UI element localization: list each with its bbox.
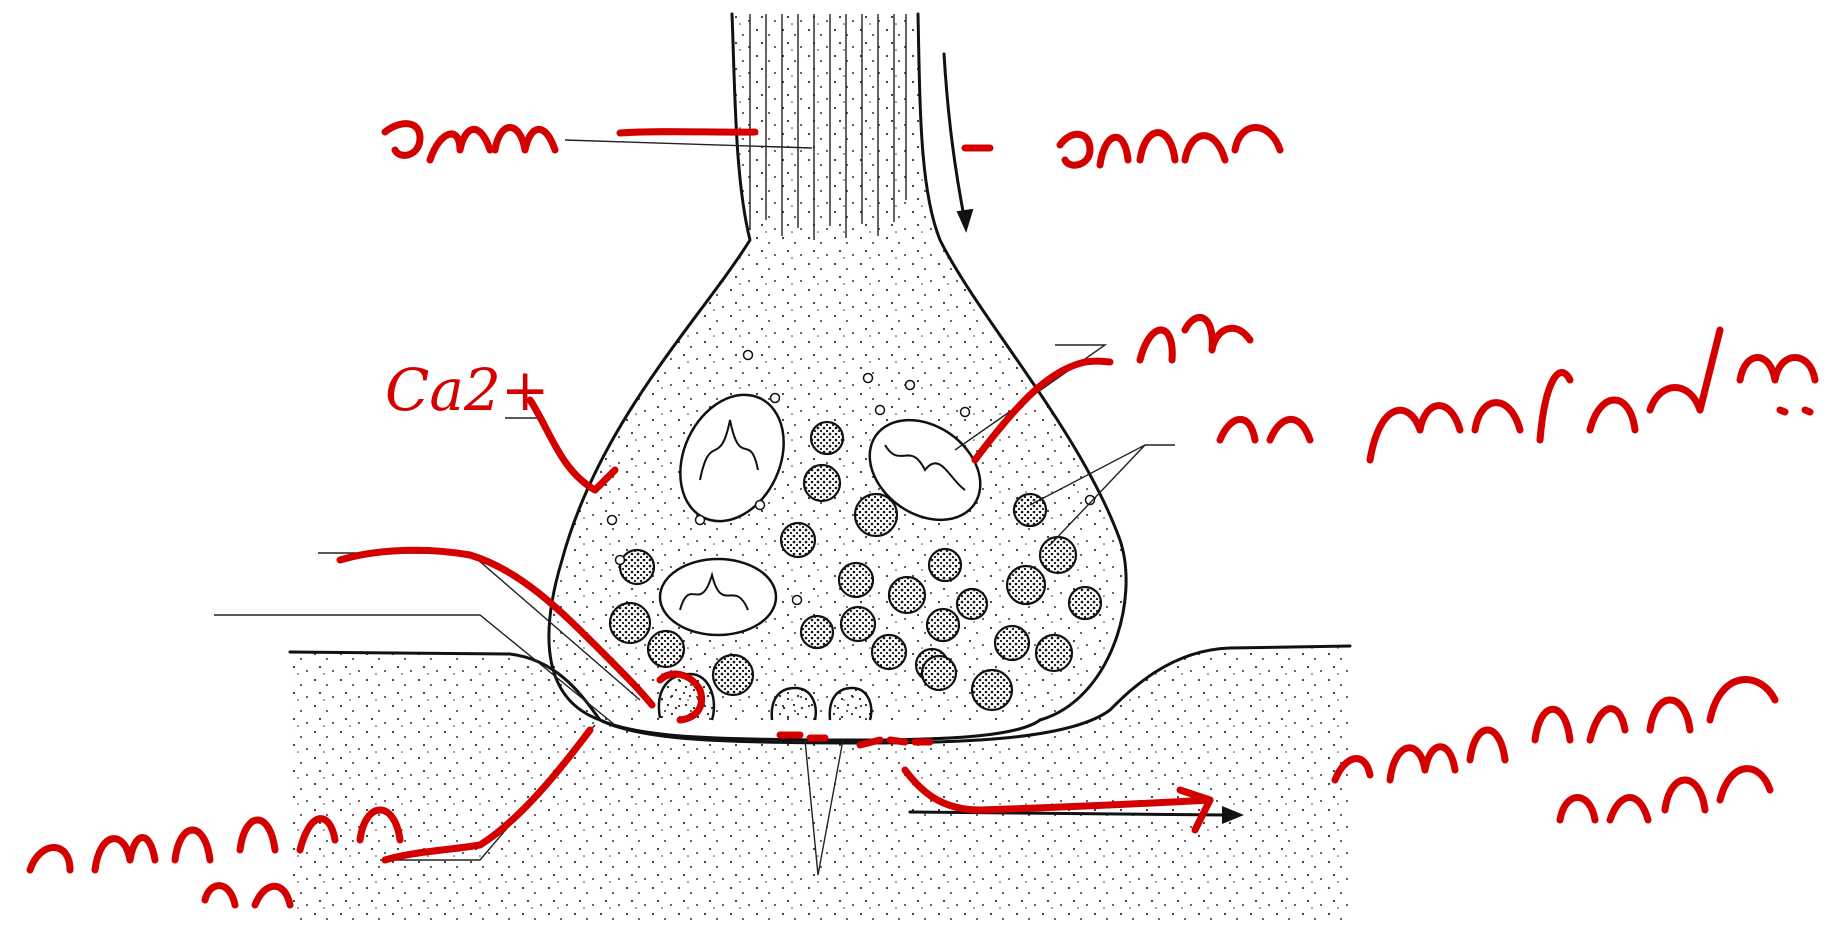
vesicle-6 xyxy=(839,563,873,597)
small-vesicle-10 xyxy=(756,501,765,510)
vesicle-17 xyxy=(648,631,684,667)
small-vesicle-8 xyxy=(616,556,625,565)
vesicle-10 xyxy=(610,603,650,643)
small-vesicle-7 xyxy=(608,516,617,525)
vesicle-14 xyxy=(957,589,987,619)
impulse-arrow xyxy=(944,54,972,230)
vesicle-21 xyxy=(995,626,1029,660)
vesicle-15 xyxy=(1069,587,1101,619)
handwriting-direction xyxy=(965,128,1280,166)
handwriting-diffusion xyxy=(1335,680,1775,820)
vesicle-16 xyxy=(927,609,959,641)
small-vesicle-5 xyxy=(906,381,915,390)
vesicle-4 xyxy=(781,523,815,557)
calcium-label: Ca2+ xyxy=(385,356,549,424)
small-vesicle-6 xyxy=(961,408,970,417)
small-vesicle-2 xyxy=(771,394,780,403)
small-vesicle-3 xyxy=(864,374,873,383)
vesicle-12 xyxy=(1007,566,1045,604)
red-arrow-axon-label xyxy=(620,132,755,133)
vesicle-3 xyxy=(855,494,897,536)
vesicle-19 xyxy=(713,655,753,695)
small-vesicle-9 xyxy=(793,596,802,605)
vesicle-22 xyxy=(872,635,906,669)
vesicle-2 xyxy=(804,465,840,501)
small-vesicle-4 xyxy=(876,406,885,415)
vesicle-13 xyxy=(841,607,875,641)
handwriting-vesicle-note xyxy=(1220,330,1815,460)
vesicle-23 xyxy=(1036,635,1072,671)
vesicle-24 xyxy=(922,656,956,690)
vesicle-18 xyxy=(801,616,833,648)
vesicle-25 xyxy=(972,670,1012,710)
handwriting-axon xyxy=(385,124,555,160)
vesicle-11 xyxy=(889,577,925,613)
vesicle-9 xyxy=(1040,537,1076,573)
small-vesicle-11 xyxy=(696,516,705,525)
handwriting-vesicle xyxy=(1140,317,1250,360)
vesicle-5 xyxy=(620,550,654,584)
small-vesicle-1 xyxy=(744,351,753,360)
vesicle-1 xyxy=(811,422,843,454)
vesicle-7 xyxy=(929,549,961,581)
mitochondrion-3 xyxy=(660,559,776,635)
